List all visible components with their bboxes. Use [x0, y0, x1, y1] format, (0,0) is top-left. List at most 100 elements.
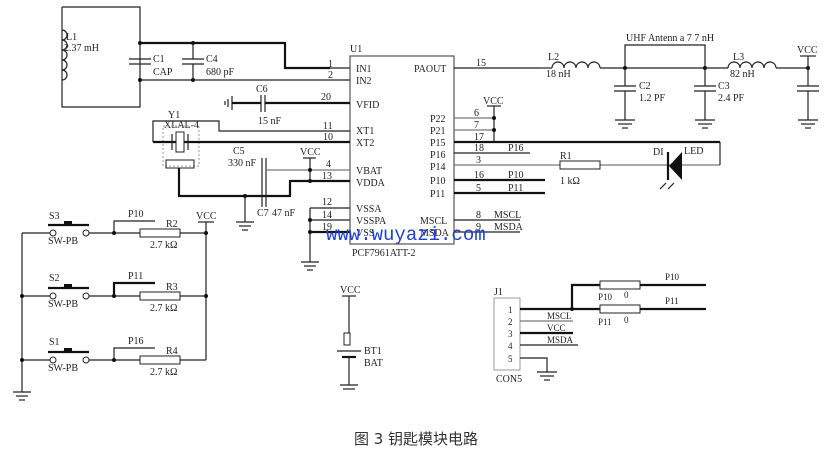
pin-name: P14: [430, 162, 446, 173]
l2-value: 18 nH: [546, 69, 571, 80]
led-d1: [659, 152, 682, 190]
jumper-ref: P10: [598, 292, 613, 302]
pin-name: VDDA: [356, 178, 386, 189]
right-pins: 15 PAOUT 6 P22 7 P21 17 P15 18 P16 P16 3…: [414, 58, 720, 239]
resistor-value: 2.7 kΩ: [150, 367, 177, 378]
c6-value: 15 nF: [258, 116, 282, 127]
c5-ref: C5: [233, 146, 245, 157]
l3-value: 82 nH: [730, 69, 755, 80]
switch-ref: S2: [49, 273, 60, 284]
pin-num: 16: [474, 170, 484, 181]
j1-pin: 4: [508, 341, 513, 351]
bt1-ref: BT1: [364, 346, 382, 357]
resistor-value: 2.7 kΩ: [150, 303, 177, 314]
crystal-y1: Y1 XLAL-4: [152, 110, 330, 198]
l1-value: 2.37 mH: [64, 43, 99, 54]
net-p10: P10: [508, 170, 524, 181]
pin-num: 4: [326, 159, 331, 170]
c4-ref: C4: [206, 54, 218, 65]
y1-ref: Y1: [168, 110, 180, 121]
pin-num: 2: [328, 70, 333, 81]
vcc-label-p22: VCC: [483, 96, 504, 107]
l3-ref: L3: [733, 52, 744, 63]
pin-num: 3: [476, 155, 481, 166]
switch-ref: S1: [49, 337, 60, 348]
pin-num: 9: [476, 222, 481, 233]
bt1-value: BAT: [364, 358, 383, 369]
resistor-ref: R2: [166, 219, 178, 230]
net-msda: MSDA: [494, 222, 524, 233]
c7-ref: C7: [257, 208, 269, 219]
connector-j1: J1 1 2 3 4 5 CON5 MSCL VCC MSDA P10 0 P1…: [493, 272, 706, 385]
pin-num: 1: [328, 59, 333, 70]
resistor-r1: [559, 160, 601, 170]
c4-value: 680 pF: [206, 67, 235, 78]
l1-ref: L1: [66, 32, 77, 43]
pin-name: VSS: [356, 228, 374, 239]
c1-value: CAP: [153, 67, 173, 78]
rf-output: L2 18 nH UHF Antenn a 7 7 nH C2 1.2 PF C…: [540, 33, 819, 129]
switch-net: P11: [128, 271, 143, 282]
pin-name: VSSPA: [356, 216, 387, 227]
pin-name: VBAT: [356, 166, 382, 177]
j1-pin: 5: [508, 354, 513, 364]
pin-name: P11: [430, 189, 445, 200]
vcc-label-vbat: VCC: [300, 147, 321, 158]
c3-value: 2.4 PF: [718, 93, 745, 104]
c5-value: 330 nF: [228, 158, 257, 169]
battery-bt1: VCC BT1 BAT: [337, 285, 383, 390]
resistor-ref: R3: [166, 282, 178, 293]
pin-num: 5: [476, 183, 481, 194]
c6-network: C6 15 nF: [224, 84, 330, 127]
j1-net: MSDA: [547, 335, 574, 345]
pin-name: XT1: [356, 126, 374, 137]
switch-net: P16: [128, 336, 144, 347]
pin-name: MSCL: [420, 216, 447, 227]
pin-name: IN2: [356, 76, 372, 87]
left-pins: 1 IN1 2 IN2 20 VFID 11 XT1 10 XT2 4 VBAT…: [301, 59, 387, 271]
j1-net: MSCL: [547, 311, 572, 321]
pin-num: 12: [322, 197, 332, 208]
pin-name: PAOUT: [414, 64, 446, 75]
d1-value: LED: [684, 146, 703, 157]
pin-num: 7: [474, 120, 479, 131]
l2-ref: L2: [548, 52, 559, 63]
pin-num: 15: [476, 58, 486, 69]
pin-name: VSSA: [356, 204, 382, 215]
ground-symbol-c6: [224, 96, 233, 110]
resistor-value: 2.7 kΩ: [150, 240, 177, 251]
capacitor-c4: [182, 43, 204, 80]
pin-num: 8: [476, 210, 481, 221]
switch-type: SW-PB: [48, 236, 78, 247]
net-p16: P16: [508, 143, 524, 154]
c1-ref: C1: [153, 54, 165, 65]
c6-ref: C6: [256, 84, 268, 95]
pin-num: 19: [322, 222, 332, 233]
c2-ref: C2: [639, 81, 651, 92]
pin-name: P15: [430, 138, 446, 149]
pin-name: P22: [430, 114, 446, 125]
switch-row: S1 SW-PB P16 R4 2.7 kΩ: [20, 336, 206, 378]
ic-body: [349, 55, 455, 245]
pin-num: 11: [323, 121, 333, 132]
j1-pin: 2: [508, 317, 513, 327]
pin-name: XT2: [356, 138, 374, 149]
capacitor-c3: [694, 68, 716, 129]
r1-ref: R1: [560, 151, 572, 162]
pin-num: 18: [474, 143, 484, 154]
pin-num: 20: [321, 92, 331, 103]
pin-name: VFID: [356, 100, 379, 111]
input-tank: L1 2.37 mH C1 CAP C4 680 pF: [61, 6, 330, 108]
j1-pin: 1: [508, 305, 513, 315]
inductor-l2: [551, 61, 601, 69]
pin-name: P16: [430, 150, 446, 161]
y1-value: XLAL-4: [164, 120, 199, 131]
antenna-label: UHF Antenn a 7 7 nH: [626, 33, 714, 44]
ic-part: PCF7961ATT-2: [352, 248, 416, 259]
c7-value: 47 nF: [272, 208, 296, 219]
switch-bank: VCC S3 SW-PB P10 R2 2.7 kΩ S2: [13, 209, 217, 401]
pin-num: 6: [474, 108, 479, 119]
switch-net: P10: [128, 209, 144, 220]
d1-ref: DI: [653, 147, 664, 158]
